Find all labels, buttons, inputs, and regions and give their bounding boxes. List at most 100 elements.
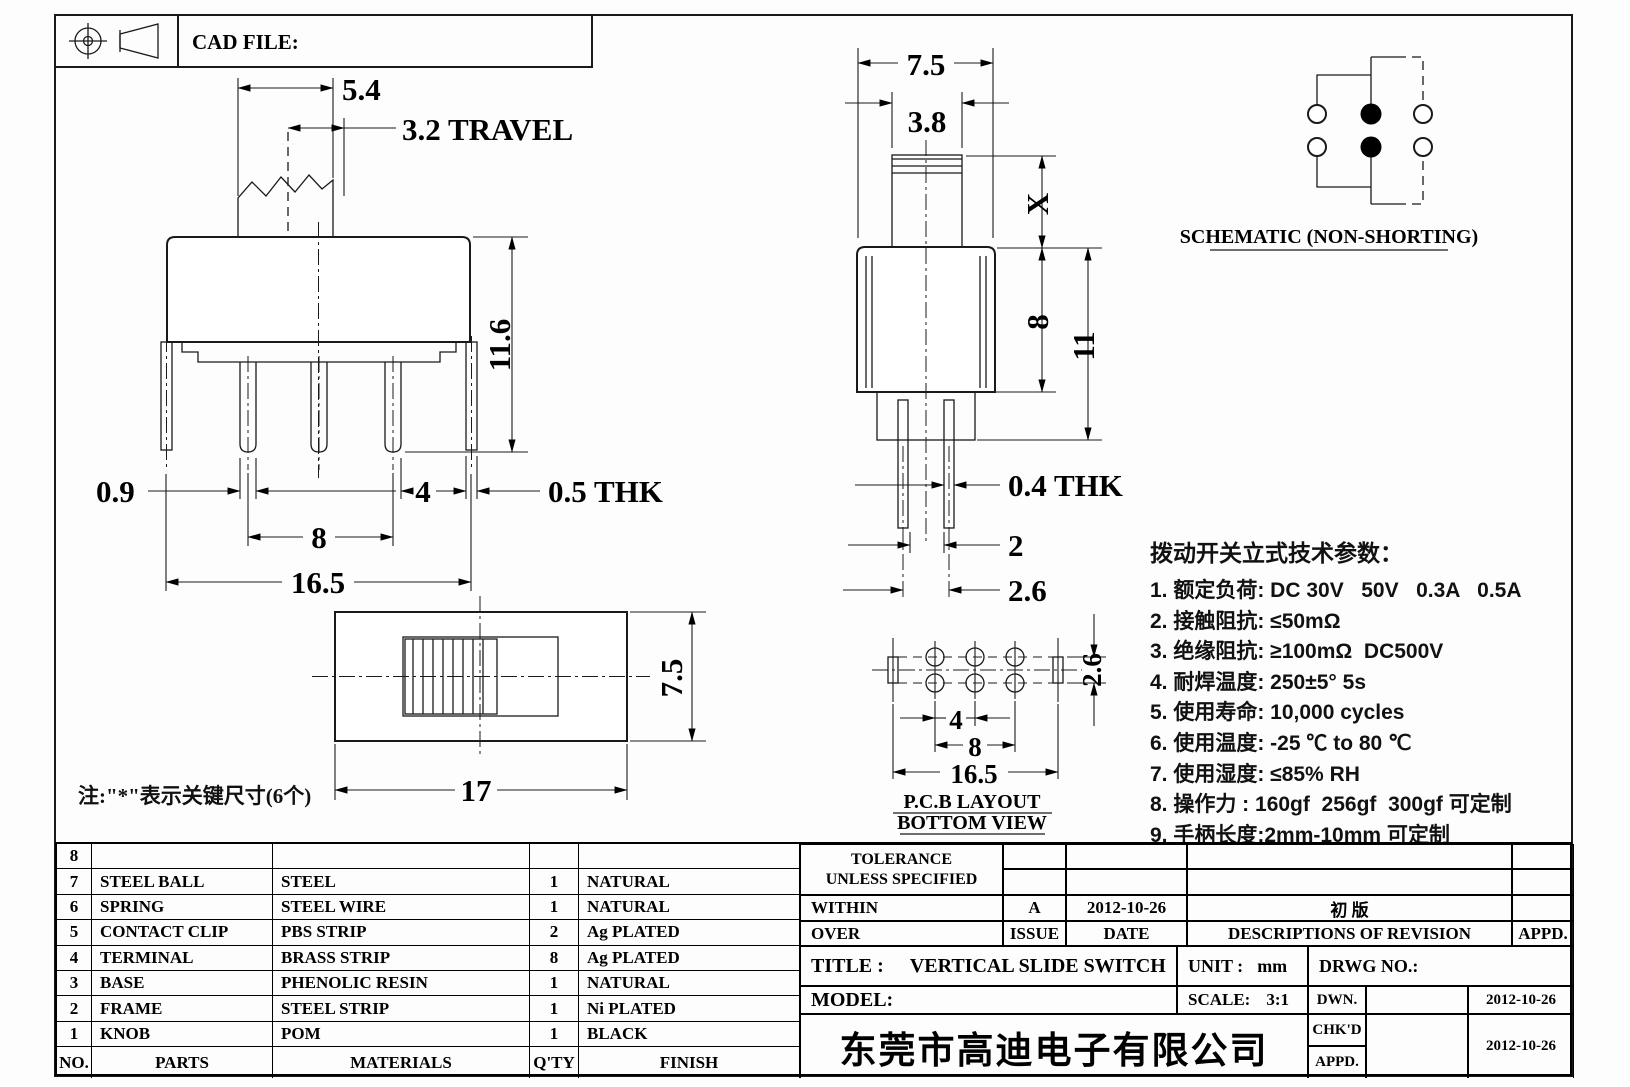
parts-row-material: BRASS STRIP	[273, 945, 530, 971]
schematic-pin-open	[1307, 137, 1327, 157]
issue-value: A	[1003, 895, 1066, 921]
rev-cell-empty	[1187, 869, 1512, 895]
projection-symbol-icon	[69, 23, 159, 59]
bottom-view-label: BOTTOM VIEW	[897, 812, 1047, 834]
key-dimension-note: 注:"*"表示关键尺寸(6个)	[78, 784, 312, 808]
title-cell: TITLE : VERTICAL SLIDE SWITCH	[800, 946, 1177, 986]
parts-table: 8 7 STEEL BALL STEEL 1 NATURAL 6 SPRING …	[57, 844, 800, 1078]
date-label: DATE	[1066, 921, 1187, 946]
unit-label: UNIT :	[1188, 955, 1244, 976]
sheet-border	[54, 14, 1573, 1077]
parts-row-material: STEEL STRIP	[273, 996, 530, 1022]
dim-7-5-top: 7.5	[654, 659, 689, 698]
schematic-pin-open	[1413, 104, 1433, 124]
schematic-label: SCHEMATIC (NON-SHORTING)	[1180, 226, 1478, 248]
schematic-pin-open	[1307, 104, 1327, 124]
parts-row-finish: NATURAL	[579, 869, 800, 895]
parts-row-no: 4	[57, 945, 92, 971]
spec-item: 6. 使用温度: -25 ℃ to 80 ℃	[1150, 731, 1412, 755]
appd-label: APPD.	[1512, 921, 1574, 946]
parts-row-material: STEEL	[273, 869, 530, 895]
desc-label: DESCRIPTIONS OF REVISION	[1187, 921, 1512, 946]
unit-cell: UNIT : mm	[1177, 946, 1308, 986]
dim-2: 2	[1008, 528, 1024, 563]
parts-row-no: 1	[57, 1021, 92, 1048]
dim-x: X	[1020, 192, 1055, 215]
scale-label: SCALE:	[1188, 990, 1251, 1009]
parts-header-no: NO.	[57, 1047, 92, 1078]
rev-cell-empty	[1003, 869, 1066, 895]
title-value: VERTICAL SLIDE SWITCH	[909, 954, 1166, 977]
schematic-pin-common	[1360, 136, 1382, 158]
schematic-pin-common	[1360, 103, 1382, 125]
rev-cell-empty	[1512, 844, 1574, 869]
dim-11: 11	[1066, 331, 1101, 360]
tolerance-line1: TOLERANCE	[850, 850, 953, 868]
parts-row-material: PBS STRIP	[273, 920, 530, 946]
pcb-layout-label: P.C.B LAYOUT	[904, 791, 1042, 813]
schematic: SCHEMATIC (NON-SHORTING)	[1180, 56, 1478, 251]
chkd-label: CHK'D	[1308, 1014, 1366, 1046]
dwn-sign-empty	[1366, 986, 1468, 1014]
dim-17: 17	[461, 773, 492, 808]
title-label: TITLE :	[811, 954, 884, 977]
spec-item: 2. 接触阻抗: ≤50mΩ	[1150, 609, 1341, 633]
parts-header-parts: PARTS	[92, 1047, 273, 1078]
parts-row-material	[273, 844, 530, 870]
parts-row-part: TERMINAL	[92, 945, 273, 971]
revision-desc: 初 版	[1187, 895, 1512, 921]
unit-value: mm	[1257, 955, 1288, 976]
cad-file-label: CAD FILE:	[192, 30, 299, 54]
spec-item: 7. 使用湿度: ≤85% RH	[1150, 762, 1360, 786]
schematic-pin-open	[1413, 137, 1433, 157]
drwg-cell: DRWG NO.:	[1308, 946, 1574, 986]
parts-header-finish: FINISH	[579, 1047, 800, 1078]
parts-row-finish: NATURAL	[579, 894, 800, 921]
company-name: 东莞市高迪电子有限公司	[800, 1014, 1308, 1078]
dim-11-6: 11.6	[482, 319, 517, 372]
rev-cell-empty	[1066, 844, 1187, 869]
top-view: 7.5 17	[312, 596, 706, 808]
parts-header-qty: Q'TY	[530, 1047, 579, 1078]
rev-cell-empty	[1512, 869, 1574, 895]
parts-row-no: 5	[57, 920, 92, 946]
scale-cell: SCALE: 3:1	[1177, 986, 1308, 1014]
spec-item: 8. 操作力 : 160gf 256gf 300gf 可定制	[1150, 793, 1512, 817]
dim-8: 8	[311, 520, 327, 555]
parts-row-part: BASE	[92, 970, 273, 997]
dim-0-5-thk: 0.5 THK	[548, 474, 663, 509]
parts-row-qty: 2	[530, 920, 579, 946]
parts-row-no: 8	[57, 844, 92, 870]
dim-4: 4	[415, 474, 431, 509]
dwn-date: 2012-10-26	[1468, 986, 1574, 1014]
rev-cell-empty	[1187, 844, 1512, 869]
parts-header-materials: MATERIALS	[273, 1047, 530, 1078]
dim-3-8: 3.8	[908, 104, 947, 139]
dim-8-pcb: 8	[968, 732, 982, 762]
tech-specs: 拨动开关立式技术参数： 1. 额定负荷: DC 30V 50V 0.3A 0.5…	[1150, 534, 1615, 851]
front-view: 5.4 3.2 TRAVEL 11.6 0.9 4 0.5 THK 8	[96, 72, 663, 600]
parts-row-finish	[579, 844, 800, 870]
parts-row-material: STEEL WIRE	[273, 894, 530, 921]
rev-appd-empty	[1512, 895, 1574, 921]
parts-row-finish: Ag PLATED	[579, 920, 800, 946]
parts-row-material: PHENOLIC RESIN	[273, 970, 530, 997]
parts-row-qty: 1	[530, 970, 579, 997]
date-value: 2012-10-26	[1066, 895, 1187, 921]
rev-cell-empty	[1003, 844, 1066, 869]
parts-row-finish: BLACK	[579, 1021, 800, 1048]
spec-item: 4. 耐焊温度: 250±5° 5s	[1150, 670, 1367, 694]
tech-specs-title: 拨动开关立式技术参数：	[1150, 540, 1403, 566]
dim-16-5: 16.5	[291, 565, 345, 600]
dim-16-5-pcb: 16.5	[950, 759, 997, 789]
side-view: 7.5 3.8 X 8 11 0.4 THK 2 2.6	[843, 47, 1123, 608]
parts-row-qty	[530, 844, 579, 870]
dim-5-4: 5.4	[342, 72, 381, 107]
dim-0-9: 0.9	[96, 474, 135, 509]
parts-row-no: 7	[57, 869, 92, 895]
parts-row-part	[92, 844, 273, 870]
dim-2-6: 2.6	[1008, 573, 1047, 608]
parts-row-no: 6	[57, 894, 92, 921]
